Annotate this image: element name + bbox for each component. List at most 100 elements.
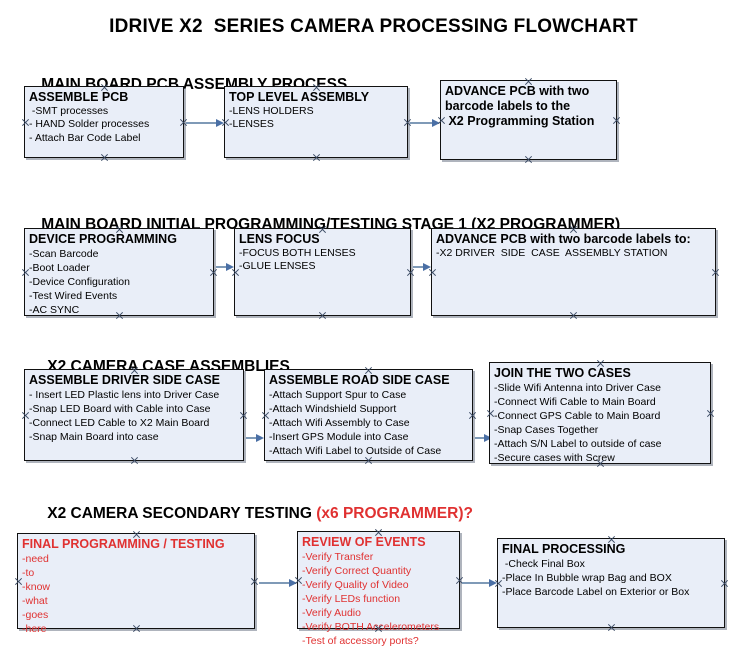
box-line: - HAND Solder processes	[29, 118, 150, 131]
box-line: -Snap Main Board into case	[29, 431, 159, 444]
box-line: -Connect GPS Cable to Main Board	[494, 410, 661, 423]
box-line: -Place Barcode Label on Exterior or Box	[502, 586, 690, 599]
box-join-the-two-cases[interactable]: JOIN THE TWO CASES -Slide Wifi Antenna i…	[489, 362, 711, 464]
box-line: -GLUE LENSES	[239, 260, 316, 273]
resize-handle-right[interactable]	[455, 576, 464, 585]
box-title: ADVANCE PCB with two barcode labels to:	[436, 232, 691, 246]
box-review-of-events[interactable]: REVIEW OF EVENTS -Verify Transfer -Verif…	[297, 531, 460, 647]
box-line: -Verify Correct Quantity	[302, 565, 412, 578]
box-line: - Insert LED Plastic lens into Driver Ca…	[29, 389, 220, 401]
box-line: -Snap Cases Together	[494, 424, 599, 437]
box-line: -LENS HOLDERS	[229, 105, 314, 117]
box-line: -Verify Quality of Video	[302, 579, 409, 592]
box-line: -Verify LEDs function	[302, 593, 401, 606]
box-title: ASSEMBLE PCB	[29, 90, 129, 104]
box-line: -goes	[22, 609, 49, 622]
box-title: TOP LEVEL ASSEMBLY	[229, 90, 370, 104]
box-line: -what	[22, 595, 48, 608]
box-line: -X2 DRIVER SIDE CASE ASSEMBLY STATION	[436, 247, 668, 259]
box-assemble-driver-side-case[interactable]: ASSEMBLE DRIVER SIDE CASE - Insert LED P…	[24, 369, 244, 461]
resize-handle-right[interactable]	[250, 577, 259, 586]
box-line: -Check Final Box	[502, 558, 585, 570]
box-line: -Snap LED Board with Cable into Case	[29, 403, 211, 416]
section-heading-4-text: X2 CAMERA SECONDARY TESTING	[47, 505, 317, 522]
box-line: -Connect LED Cable to X2 Main Board	[29, 417, 210, 430]
box-advance-pcb-programming-station[interactable]: ADVANCE PCB with two barcode labels to t…	[440, 80, 617, 160]
resize-handle-right[interactable]	[403, 118, 412, 127]
box-title: REVIEW OF EVENTS	[302, 535, 426, 549]
resize-handle-right[interactable]	[720, 579, 729, 588]
box-line: X2 Programming Station	[445, 114, 595, 128]
box-title: DEVICE PROGRAMMING	[29, 232, 177, 246]
box-top-level-assembly[interactable]: TOP LEVEL ASSEMBLY -LENS HOLDERS -LENSES	[224, 86, 408, 158]
box-line-overflow: -Test of accessory ports?	[302, 635, 419, 648]
box-title: JOIN THE TWO CASES	[494, 366, 631, 380]
resize-handle-bottom[interactable]	[569, 311, 578, 320]
box-assemble-pcb[interactable]: ASSEMBLE PCB -SMT processes - HAND Solde…	[24, 86, 184, 158]
resize-handle-bottom[interactable]	[130, 456, 139, 465]
resize-handle-right[interactable]	[711, 268, 720, 277]
box-title: FINAL PROGRAMMING / TESTING	[22, 537, 225, 551]
box-line: -AC SYNC	[29, 304, 80, 317]
page-title: IDRIVE X2 SERIES CAMERA PROCESSING FLOWC…	[109, 16, 638, 37]
box-title: ADVANCE PCB with two	[445, 84, 590, 98]
box-line: -Secure cases with Screw	[494, 452, 615, 465]
box-line: -Attach Wifi Assembly to Case	[269, 417, 410, 430]
box-line: -Connect Wifi Cable to Main Board	[494, 396, 656, 409]
resize-handle-right[interactable]	[209, 268, 218, 277]
box-line: -Attach Support Spur to Case	[269, 389, 407, 401]
box-line: -SMT processes	[29, 105, 109, 117]
connector-arrow	[410, 118, 440, 127]
box-line: -Verify Transfer	[302, 551, 374, 563]
resize-handle-right[interactable]	[406, 268, 415, 277]
box-final-programming-testing[interactable]: FINAL PROGRAMMING / TESTING -need -to -k…	[17, 533, 255, 635]
box-device-programming[interactable]: DEVICE PROGRAMMING -Scan Barcode -Boot L…	[24, 228, 214, 316]
connector-arrow	[246, 433, 264, 442]
connector-arrow	[186, 118, 224, 127]
box-advance-pcb-driver-side-station[interactable]: ADVANCE PCB with two barcode labels to: …	[431, 228, 716, 316]
box-line: -FOCUS BOTH LENSES	[239, 247, 356, 259]
box-assemble-road-side-case[interactable]: ASSEMBLE ROAD SIDE CASE -Attach Support …	[264, 369, 473, 461]
connector-arrow	[413, 262, 431, 271]
resize-handle-right[interactable]	[706, 409, 715, 418]
box-line: -Attach S/N Label to outside of case	[494, 438, 662, 451]
section-heading-4-red-text: (x6 PROGRAMMER)?	[316, 505, 473, 522]
box-line: -know	[22, 581, 51, 594]
box-lens-focus[interactable]: LENS FOCUS -FOCUS BOTH LENSES -GLUE LENS…	[234, 228, 411, 316]
box-line: -Verify Audio	[302, 607, 361, 620]
box-title: FINAL PROCESSING	[502, 542, 626, 556]
box-line: -here	[22, 623, 47, 636]
box-title: ASSEMBLE DRIVER SIDE CASE	[29, 373, 221, 387]
connector-arrow	[462, 578, 497, 587]
box-line: -Verify BOTH Accelerometers	[302, 621, 440, 634]
box-line: -Boot Loader	[29, 262, 90, 275]
resize-handle-right[interactable]	[239, 411, 248, 420]
connector-arrow	[216, 262, 234, 271]
resize-handle-right[interactable]	[468, 411, 477, 420]
box-final-processing[interactable]: FINAL PROCESSING -Check Final Box -Place…	[497, 538, 725, 628]
resize-handle-bottom[interactable]	[318, 311, 327, 320]
box-line: -need	[22, 553, 49, 565]
section-heading-4: X2 CAMERA SECONDARY TESTING (x6 PROGRAMM…	[30, 487, 473, 541]
box-line: -Place In Bubble wrap Bag and BOX	[502, 572, 672, 585]
box-line: -Attach Windshield Support	[269, 403, 397, 416]
box-line: -to	[22, 567, 35, 580]
box-line: barcode labels to the	[445, 99, 571, 113]
resize-handle-bottom[interactable]	[312, 153, 321, 162]
box-line: -Test Wired Events	[29, 290, 118, 303]
box-line: - Attach Bar Code Label	[29, 131, 141, 144]
box-line: -Device Configuration	[29, 276, 130, 289]
box-line: -Scan Barcode	[29, 248, 99, 260]
resize-handle-right[interactable]	[179, 118, 188, 127]
resize-handle-bottom[interactable]	[607, 623, 616, 632]
box-line: -Insert GPS Module into Case	[269, 431, 409, 444]
resize-handle-bottom[interactable]	[100, 153, 109, 162]
box-line: -Attach Wifi Label to Outside of Case	[269, 445, 442, 458]
box-line: -LENSES	[229, 118, 274, 131]
box-title: ASSEMBLE ROAD SIDE CASE	[269, 373, 450, 387]
resize-handle-left[interactable]	[428, 268, 437, 277]
box-line: -Slide Wifi Antenna into Driver Case	[494, 382, 661, 394]
resize-handle-right[interactable]	[612, 116, 621, 125]
resize-handle-bottom[interactable]	[524, 155, 533, 164]
